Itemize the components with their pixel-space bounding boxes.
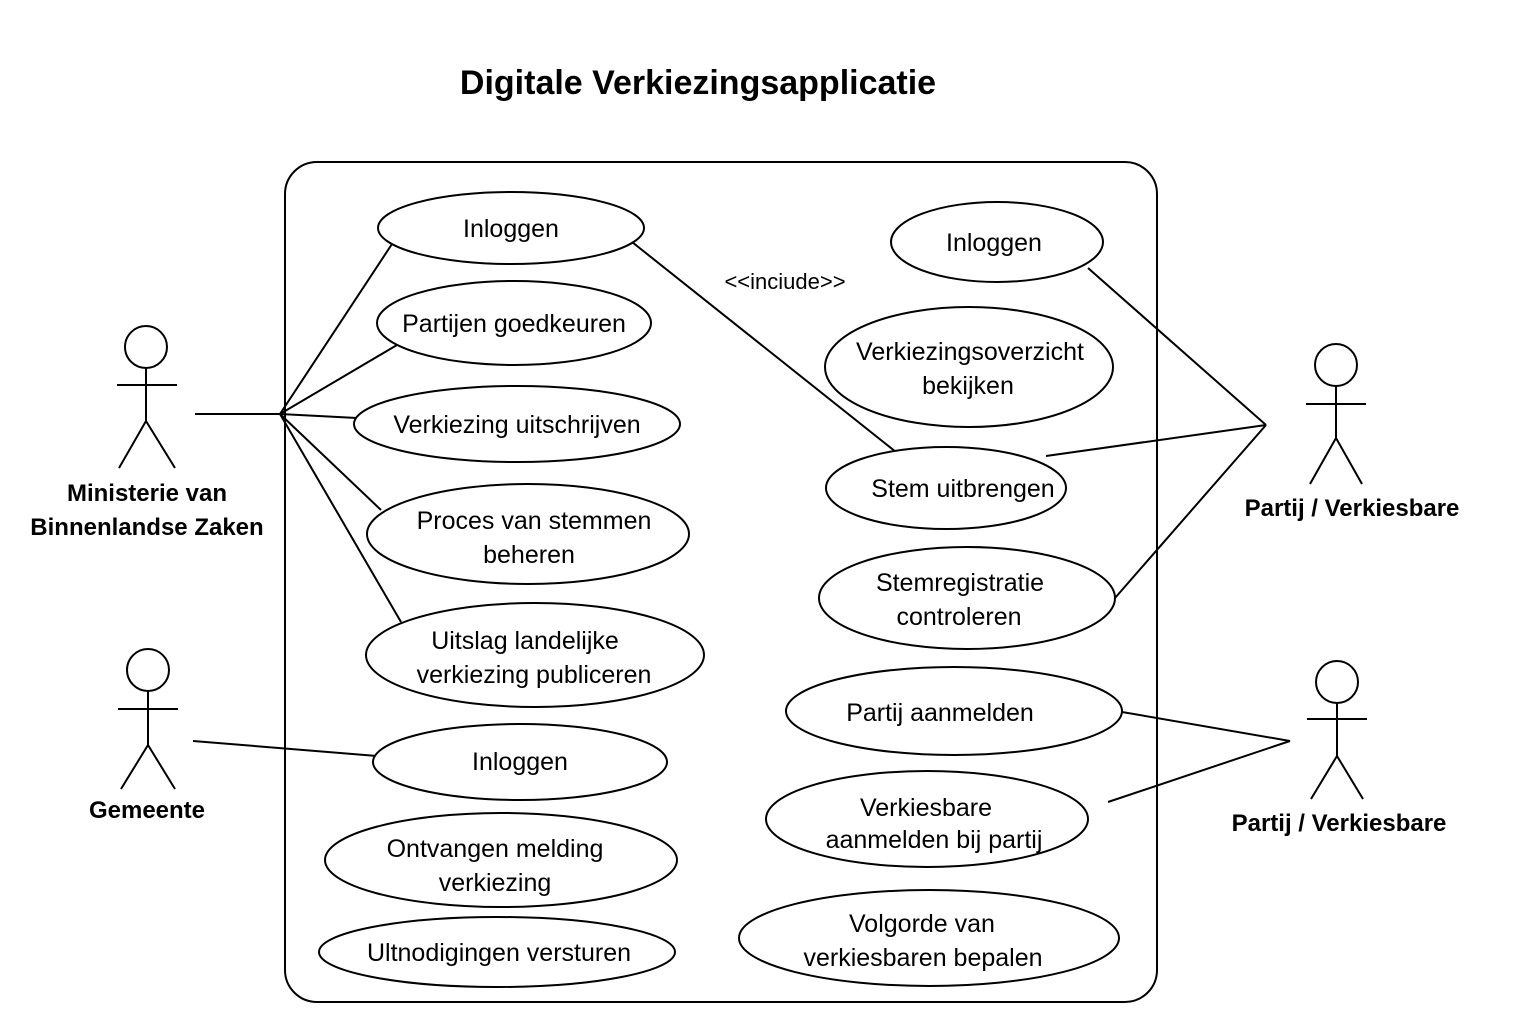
use-case-ontvangen-melding: Ontvangen melding verkiezing — [324, 812, 678, 908]
use-case-label: Verkiezing uitschrijven — [393, 411, 640, 439]
use-case-label-line1: Verkiezingsoverzicht — [856, 338, 1084, 366]
assoc-bzk-verkiezing-uitschrijven — [279, 413, 358, 419]
use-case-label: Partijen goedkeuren — [402, 310, 626, 338]
actor-label-line1: Partij / Verkiesbare — [1245, 495, 1460, 522]
actor-head — [126, 648, 170, 692]
use-case-label: Inloggen — [946, 229, 1042, 257]
use-case-ellipse — [765, 770, 1089, 868]
use-case-label: Stem uitbrengen — [871, 475, 1054, 503]
actor-left-leg — [1310, 755, 1338, 800]
use-case-ellipse — [825, 446, 1067, 530]
use-case-stemregistratie: Stemregistratie controleren — [818, 546, 1116, 650]
use-case-label-line1: Stemregistratie — [876, 569, 1044, 597]
use-case-ellipse — [377, 191, 645, 265]
use-case-label-line2: verkiesbaren bepalen — [803, 944, 1042, 972]
use-case-label-line2: bekijken — [922, 372, 1014, 400]
actor-head — [1314, 343, 1358, 387]
use-case-label: Inloggen — [472, 748, 568, 776]
use-case-verkiesbare-aanmelden: Verkiesbare aanmelden bij partij — [765, 770, 1089, 868]
use-case-label-line1: Proces van stemmen — [417, 507, 652, 535]
assoc-partij2-partij-aanmelden — [1121, 711, 1291, 742]
use-case-volgorde-bepalen: Volgorde van verkiesbaren bepalen — [738, 889, 1120, 987]
use-case-label-line2: verkiezing publiceren — [417, 661, 652, 689]
use-case-label-line2: controleren — [896, 603, 1021, 631]
use-case-ellipse — [785, 666, 1123, 756]
assoc-partij1-inloggen — [1087, 267, 1267, 426]
use-case-stem-uitbrengen: Stem uitbrengen — [825, 446, 1067, 530]
use-case-gemeente-inloggen: Inloggen — [372, 723, 668, 801]
use-case-ellipse — [818, 546, 1116, 650]
use-case-verkiezing-uitschrijven: Verkiezing uitschrijven — [353, 385, 681, 463]
system-boundary — [284, 161, 1158, 1003]
use-case-partij-inloggen: Inloggen — [890, 201, 1104, 283]
use-case-ellipse — [353, 385, 681, 463]
actor-label-line1: Gemeente — [89, 797, 205, 824]
use-case-label-line2: beheren — [483, 541, 575, 569]
actor-right-leg — [1335, 437, 1363, 485]
include-relation-line — [631, 241, 897, 453]
actor-left-leg — [118, 420, 147, 469]
actor-left-leg — [120, 744, 149, 790]
assoc-partij2-verkiesbare-aanmelden — [1107, 740, 1291, 803]
actor-ministerie-bzk: Ministerie van Binnenlandse Zaken — [30, 325, 264, 541]
use-case-ellipse — [890, 201, 1104, 283]
use-case-ellipse — [372, 723, 668, 801]
use-case-label-line2: verkiezing — [439, 869, 552, 897]
use-case-uitslag-publiceren: Uitslag landelijke verkiezing publiceren — [365, 602, 705, 708]
assoc-bzk-inloggen — [279, 243, 393, 415]
actor-label-line2: Binnenlandse Zaken — [30, 514, 263, 541]
use-case-label: Inloggen — [463, 215, 559, 243]
actor-right-leg — [1336, 755, 1364, 800]
actor-right-leg — [147, 744, 176, 790]
assoc-gemeente-inloggen — [192, 740, 378, 757]
use-case-ellipse — [376, 280, 652, 366]
actor-left-leg — [1309, 437, 1337, 485]
assoc-bzk-partijen-goedkeuren — [279, 344, 398, 415]
use-case-ellipse — [318, 916, 676, 988]
use-case-label: Ultnodigingen versturen — [367, 939, 631, 967]
use-case-verkiezingsoverzicht: Verkiezingsoverzicht bekijken — [824, 306, 1114, 428]
actor-label-line1: Ministerie van — [67, 480, 227, 507]
actor-head — [1315, 660, 1359, 704]
use-case-label-line1: Volgorde van — [849, 910, 995, 938]
actor-partij-verkiesbare-2: Partij / Verkiesbare — [1232, 660, 1447, 837]
assoc-bzk-proces-beheren — [279, 413, 382, 511]
associations — [192, 241, 1291, 803]
actor-head — [124, 325, 168, 369]
use-case-bzk-inloggen: Inloggen — [377, 191, 645, 265]
diagram-title: Digitale Verkiezingsapplicatie — [460, 64, 936, 102]
actor-gemeente: Gemeente — [89, 648, 205, 824]
actor-right-leg — [145, 420, 176, 469]
include-stereotype-label: <<inciude>> — [724, 269, 845, 294]
assoc-partij1-stem-uitbrengen — [1045, 424, 1267, 457]
assoc-partij1-stemregistratie — [1114, 424, 1267, 599]
use-case-label-line1: Verkiesbare — [860, 794, 992, 822]
use-case-partij-aanmelden: Partij aanmelden — [785, 666, 1123, 756]
use-case-label: Partij aanmelden — [846, 699, 1034, 727]
use-case-uitnodigingen-versturen: Ultnodigingen versturen — [318, 916, 676, 988]
actor-partij-verkiesbare-1: Partij / Verkiesbare — [1245, 343, 1460, 522]
use-case-label-line1: Ontvangen melding — [387, 835, 604, 863]
actor-label-line1: Partij / Verkiesbare — [1232, 810, 1447, 837]
use-case-label-line2: aanmelden bij partij — [826, 826, 1043, 854]
use-case-ellipse — [824, 306, 1114, 428]
use-case-ellipse — [738, 889, 1120, 987]
assoc-bzk-uitslag-publiceren — [279, 413, 402, 623]
use-case-ellipse — [365, 602, 705, 708]
use-case-partijen-goedkeuren: Partijen goedkeuren — [376, 280, 652, 366]
use-case-ellipse — [366, 483, 690, 585]
use-case-ellipse — [324, 812, 678, 908]
use-case-label-line1: Uitslag landelijke — [431, 627, 619, 655]
use-case-proces-beheren: Proces van stemmen beheren — [366, 483, 690, 585]
